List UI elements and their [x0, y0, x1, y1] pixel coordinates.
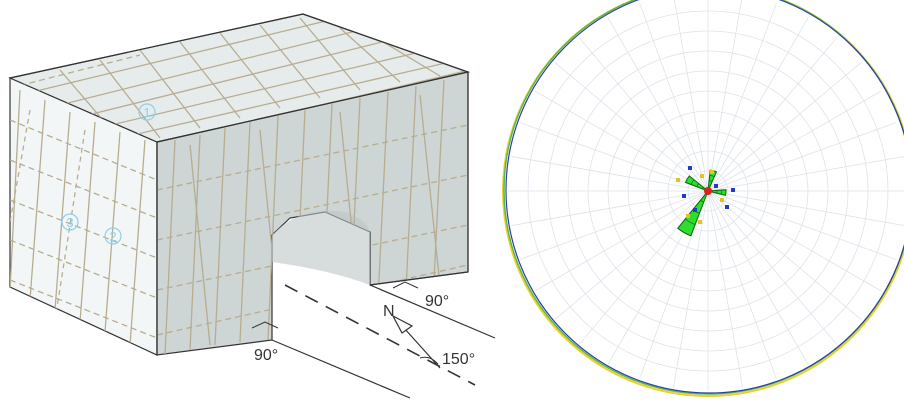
joint-set-badge-1 [138, 103, 156, 121]
pole-point [731, 188, 735, 192]
net-grid-spoke [534, 90, 709, 192]
angle-label-top: 90° [425, 293, 449, 310]
rose-petal-2 [677, 190, 709, 237]
pole-point [676, 178, 680, 182]
pole-point [693, 208, 697, 212]
net-grid-spoke [707, 90, 882, 192]
net-grid-spoke [707, 190, 809, 365]
north-label: N [383, 303, 395, 320]
pole-point [720, 198, 724, 202]
net-grid-spoke [707, 190, 837, 345]
pole-point [686, 214, 690, 218]
net-grid-spoke [607, 17, 709, 192]
net-grid-spoke [707, 190, 882, 292]
rose-petal-ring [685, 218, 696, 225]
net-grid-spoke [707, 17, 809, 192]
net-ring-green [503, 0, 904, 395]
rose-petals [677, 169, 727, 237]
strike-angle-arc [419, 356, 439, 365]
right-angle-mark-top [392, 281, 419, 289]
rose-petal-ring [709, 180, 713, 182]
pole-point [682, 194, 686, 198]
joint-set-badge-3-text: 3 [66, 215, 73, 230]
net-grid-spoke [707, 156, 904, 192]
tunnel-wall-line-left [271, 339, 411, 399]
net-grid-spoke [707, 190, 744, 389]
joint-set-badge-2-text: 2 [109, 229, 116, 244]
pole-point [688, 166, 692, 170]
net-grid-spoke [639, 2, 709, 192]
net-grid-spoke [707, 37, 837, 192]
north-arrow-head [391, 314, 414, 334]
rose-petal-ring [709, 174, 715, 177]
pole-point [710, 170, 714, 174]
pole-point [714, 184, 718, 188]
net-grid-spoke [707, 190, 862, 320]
rose-petal-ring [690, 179, 695, 185]
rose-petal-ring [696, 183, 699, 187]
net-grid-spoke [554, 62, 709, 192]
net-grid-spoke [579, 37, 709, 192]
net-grid-spoke [510, 155, 709, 192]
tunnel-wall-line-right [369, 284, 496, 339]
tunnel-axis-dashed [284, 284, 476, 386]
tunnel-roof [272, 210, 370, 285]
pole-point [725, 205, 729, 209]
rose-petal-ring [700, 200, 704, 203]
rose-petal-ring [702, 186, 704, 189]
joint-set-badge-3 [61, 213, 79, 231]
net-ring-blue [505, 0, 904, 394]
net-grid-spoke [707, 190, 904, 226]
net-grid-spoke [554, 190, 709, 320]
joint-set-badge-1-text: 1 [143, 105, 150, 120]
net-grid-spoke [707, 2, 777, 192]
pole-point [700, 174, 704, 178]
net-grid [508, 0, 904, 391]
strike-label: 150° [442, 351, 475, 368]
right-angle-mark-bottom [251, 321, 279, 329]
joint-set-left [10, 89, 157, 346]
net-grid-spoke [707, 190, 897, 260]
pole-points [676, 166, 735, 224]
net-grid-spoke [707, 0, 743, 192]
net-center-point [704, 187, 712, 195]
rose-petal-3 [684, 175, 709, 192]
net-grid-spoke [707, 190, 777, 380]
angle-label-bottom: 90° [254, 347, 278, 364]
net-grid-spoke [519, 190, 709, 260]
net-grid-spoke [672, 190, 709, 389]
net-grid-spoke [673, 0, 709, 192]
net-grid-spoke [510, 190, 709, 227]
net-grid-spoke [534, 190, 709, 292]
net-grid-spoke [639, 190, 709, 380]
pole-point [698, 220, 702, 224]
net-grid-spoke [707, 122, 897, 192]
joint-set-badge-2 [104, 227, 122, 245]
net-grid-spoke [707, 62, 862, 192]
